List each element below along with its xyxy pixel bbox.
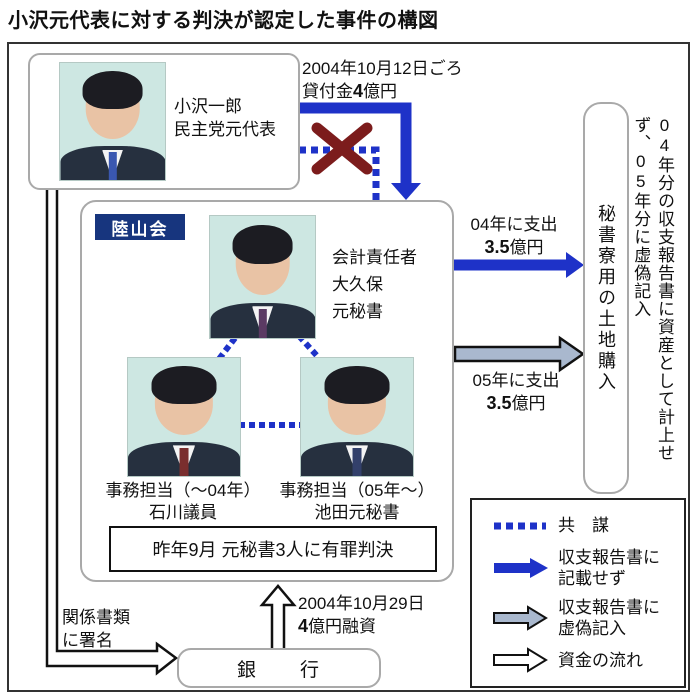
documents-note: 関係書類 に署名 [62, 606, 130, 652]
spend-2004-amount-line: 3.5億円 [484, 237, 544, 257]
avatar-hair [324, 366, 390, 404]
loan-amount-line: 貸付金4億円 [302, 81, 398, 101]
gray-arrow-icon [493, 604, 548, 631]
ozawa-name: 小沢一郎 [174, 97, 242, 116]
spend-2004-label: 04年に支出 3.5億円 [450, 214, 578, 259]
documents-note-line1: 関係書類 [62, 608, 130, 627]
bank-box: 銀 行 [177, 648, 381, 688]
legend-label-false-entry-1: 収支報告書に [558, 597, 660, 617]
spend-2004-line1: 04年に支出 [470, 215, 558, 234]
land-purchase-box: 秘書寮用の土地購入 [583, 102, 629, 494]
legend-row-unreported: 収支報告書に 記載せず [492, 547, 684, 589]
ozawa-photo [59, 62, 166, 181]
blue-arrow-icon [494, 558, 548, 579]
avatar-hair [151, 366, 217, 404]
legend-row-false-entry: 収支報告書に 虚偽記入 [492, 597, 684, 639]
bank-loan-amount-line: 4億円融資 [298, 616, 377, 636]
avatar-hair [82, 71, 143, 109]
legend-label-false-entry-2: 虚偽記入 [558, 618, 626, 638]
spend-2005-label: 05年に支出 3.5億円 [452, 370, 580, 415]
legend-label-unreported-2: 記載せず [558, 569, 626, 589]
avatar-tie [258, 308, 267, 338]
avatar-tie [352, 447, 362, 476]
diagram-title: 小沢元代表に対する判決が認定した事件の構図 [8, 10, 439, 32]
documents-note-line2: に署名 [62, 631, 113, 650]
ikeda-caption-role: 事務担当（05年～） [279, 481, 435, 500]
accountant-role: 元秘書 [332, 302, 383, 321]
legend-label-money-flow: 資金の流れ [558, 650, 643, 670]
dotted-link-left [216, 336, 238, 361]
land-purchase-label: 秘書寮用の土地購入 [596, 203, 616, 393]
inner-dotted-links [216, 333, 322, 428]
verdict-note-box: 昨年9月 元秘書3人に有罪判決 [109, 526, 437, 572]
okubo-photo [209, 215, 316, 339]
avatar-tie [108, 151, 117, 180]
side-note: 04年分の収支報告書に資産として計上せず、05年分に虚偽記入 [631, 116, 674, 462]
ishikawa-caption-role: 事務担当（～04年） [105, 481, 261, 500]
accountant-title: 会計責任者 [332, 248, 417, 267]
ikeda-photo [300, 357, 414, 477]
dotted-line-icon [494, 522, 546, 530]
legend-label-unreported-1: 収支報告書に [558, 548, 660, 568]
dotted-link-right [296, 333, 322, 361]
spend-2005-line1: 05年に支出 [472, 371, 560, 390]
loan-date: 2004年10月12日ごろ [302, 59, 463, 78]
ikeda-caption-name: 池田元秘書 [314, 503, 400, 522]
avatar-tie [179, 447, 189, 476]
ozawa-role: 民主党元代表 [174, 120, 276, 139]
outer-frame [7, 42, 690, 692]
legend-row-conspiracy: 共 謀 [492, 512, 684, 540]
accountant-name: 大久保 [332, 275, 383, 294]
bank-loan-label: 2004年10月29日 4億円融資 [298, 592, 425, 638]
ozawa-box: 小沢一郎 民主党元代表 [28, 53, 300, 190]
bank-label: 銀 行 [236, 659, 321, 681]
verdict-note: 昨年9月 元秘書3人に有罪判決 [152, 540, 394, 560]
ishikawa-photo [127, 357, 241, 477]
ishikawa-caption-name: 石川議員 [149, 503, 217, 522]
hollow-arrow-icon [493, 647, 548, 674]
bank-loan-date: 2004年10月29日 [298, 594, 425, 613]
loan-label: 2004年10月12日ごろ 貸付金4億円 [302, 57, 463, 103]
legend-label-conspiracy: 共 謀 [558, 516, 609, 536]
legend-row-money-flow: 資金の流れ [492, 646, 684, 674]
rikuzankai-label: 陸山会 [95, 214, 185, 240]
legend-box: 共 謀 収支報告書に 記載せず 収支報告書に 虚偽記入 資金の流れ [470, 498, 686, 688]
avatar-hair [232, 224, 293, 264]
spend-2005-amount-line: 3.5億円 [486, 393, 546, 413]
rikuzankai-box: 陸山会 会計責任者 大久保 元秘書 事務担当（ [80, 200, 454, 582]
